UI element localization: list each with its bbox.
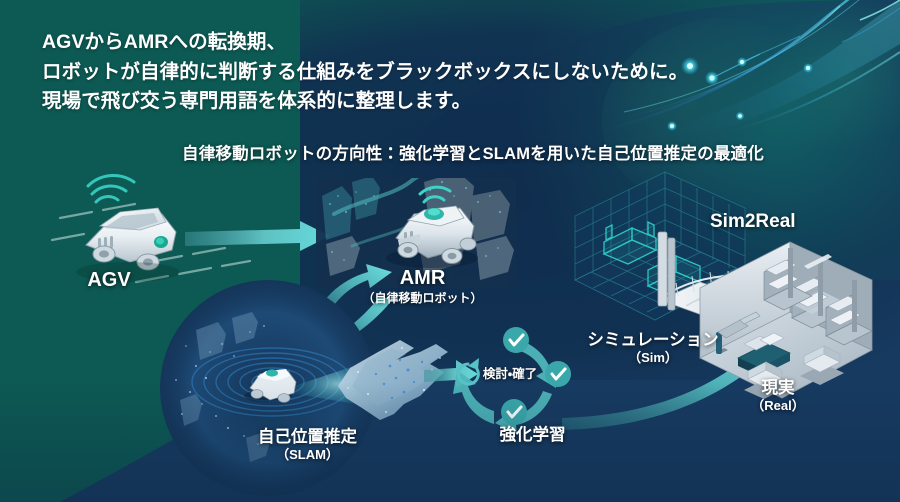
reinforcement-learning-cycle [453, 327, 571, 434]
amr-vehicle-icon [386, 205, 478, 268]
slam-illustration [160, 280, 448, 496]
node-label-sim-text: シミュレーション [587, 331, 719, 349]
node-label-agv-text: AGV [87, 269, 131, 291]
node-label-agv: AGV [54, 268, 164, 292]
real-warehouse-room-icon [699, 241, 873, 399]
node-label-real-text: 現実 [761, 379, 795, 397]
arrow-agv-to-amr [185, 221, 330, 251]
check-icon [545, 361, 571, 387]
slam-robot-icon [244, 369, 297, 403]
node-label-reinforcement-learning: 強化学習 [450, 425, 615, 445]
check-icon [503, 327, 529, 353]
real-illustration [699, 241, 873, 399]
headline-line-1: AGVからAMRへの転換期、 [42, 31, 287, 53]
node-label-amr: AMR （自律移動ロボット） [345, 266, 500, 306]
wifi-signal-icon [418, 185, 452, 204]
headline-line-2: ロボットが自律的に判断する仕組みをブラックボックスにしないために。 [42, 60, 689, 83]
node-label-real-sub: （Real） [751, 398, 805, 414]
arrow-slam-to-amr [310, 264, 392, 332]
node-label-slam: 自己位置推定 （SLAM） [215, 427, 400, 463]
node-label-amr-sub: （自律移動ロボット） [362, 291, 483, 306]
node-label-sim2real: Sim2Real [710, 210, 870, 233]
check-icon [501, 399, 527, 425]
node-label-simulation: シミュレーション （Sim） [558, 330, 748, 366]
diagram-subtitle: 自律移動ロボットの方向性：強化学習とSLAMを用いた自己位置推定の最適化 [182, 145, 764, 163]
node-label-sim2real-text: Sim2Real [710, 211, 796, 232]
cycle-center-label: 検討・確了 [482, 367, 538, 381]
node-label-amr-text: AMR [399, 267, 446, 289]
wifi-signal-icon [86, 174, 136, 204]
node-label-slam-text: 自己位置推定 [258, 428, 357, 446]
node-label-real: 現実 （Real） [718, 378, 838, 414]
point-cloud-map-icon [338, 340, 448, 420]
headline: AGVからAMRへの転換期、 ロボットが自律的に判断する仕組みをブラックボックス… [42, 28, 688, 117]
amr-illustration [316, 178, 516, 288]
headline-line-3: 現場で飛び交う専門用語を体系的に整理します。 [42, 90, 472, 113]
node-label-sim-sub: （Sim） [628, 350, 678, 366]
node-label-slam-sub: （SLAM） [276, 447, 339, 463]
circular-arrows-icon [456, 358, 480, 386]
node-label-rl-text: 強化学習 [499, 426, 566, 444]
agv-vehicle-icon [76, 207, 180, 282]
agv-illustration [50, 174, 252, 284]
